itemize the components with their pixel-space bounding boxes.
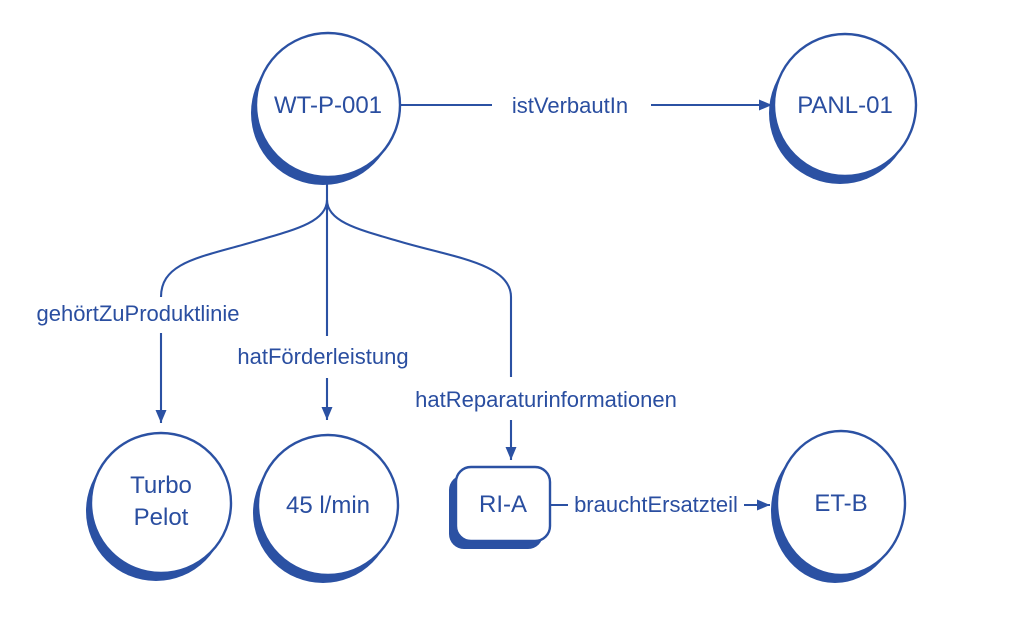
node-label-panl-01: PANL-01 (797, 92, 893, 119)
edge-label-hat-reparaturinformationen: hatReparaturinformationen (415, 387, 677, 412)
edge-hat-foerderleistung: hatFörderleistung (237, 344, 409, 420)
edge-label-gehoert-zu-produktlinie: gehörtZuProduktlinie (36, 301, 239, 326)
edge-label-hat-foerderleistung: hatFörderleistung (237, 344, 408, 369)
node-panl-01: PANL-01 (769, 32, 918, 184)
node-circle (89, 431, 233, 575)
node-label-pelot: Pelot (134, 504, 189, 531)
node-ellipse (775, 429, 907, 577)
node-label-et-b: ET-B (814, 490, 867, 517)
node-circle (772, 32, 918, 178)
node-ri-a: RI-A (449, 465, 552, 549)
node-circle (256, 433, 400, 577)
node-circle (254, 31, 402, 179)
node-label-turbo: Turbo (130, 472, 192, 499)
edge-gehoert-zu-produktlinie: gehörtZuProduktlinie (36, 301, 240, 423)
node-et-b: ET-B (771, 429, 907, 583)
node-label-ri-a: RI-A (479, 491, 527, 518)
edge-label-braucht-ersatzteil: brauchtErsatzteil (574, 492, 738, 517)
edge-hat-reparaturinformationen: hatReparaturinformationen (415, 387, 677, 460)
edge-ist-verbaut-in: istVerbautIn (401, 93, 772, 118)
edge-braucht-ersatzteil: brauchtErsatzteil (551, 492, 770, 517)
fork-left-curve (159, 199, 329, 298)
fork-right-curve (325, 199, 513, 377)
node-turbo-pelot: Turbo Pelot (86, 431, 233, 581)
node-label-45-l-min: 45 l/min (286, 492, 370, 519)
edge-label-ist-verbaut-in: istVerbautIn (512, 93, 628, 118)
node-wt-p-001: WT-P-001 (251, 31, 402, 185)
edge-fork (159, 179, 513, 377)
node-45-l-min: 45 l/min (253, 433, 400, 583)
node-rect (454, 465, 552, 543)
node-label-wt-p-001: WT-P-001 (274, 92, 382, 119)
